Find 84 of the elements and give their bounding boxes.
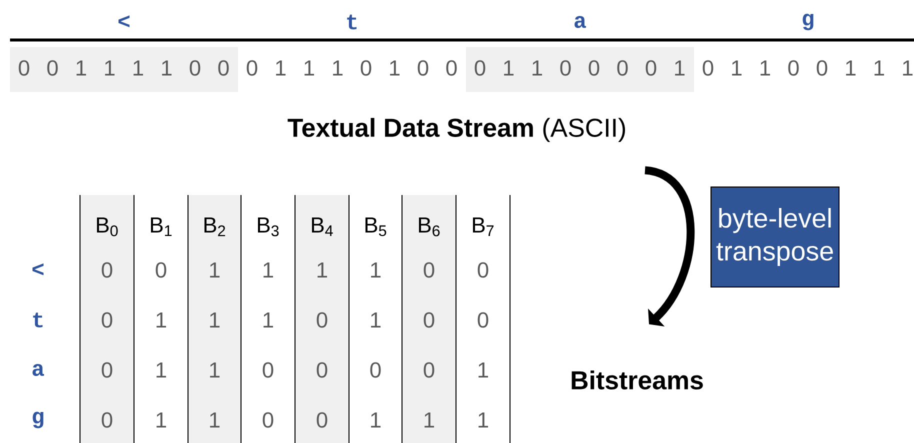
bit-digit: 0 — [474, 60, 486, 76]
bit-digit: 0 — [478, 262, 488, 278]
curved-arrow — [644, 166, 695, 327]
bit-digit: 0 — [102, 362, 112, 378]
bit-digit: 0 — [816, 60, 828, 76]
bit-digit: 1 — [276, 60, 286, 76]
bit-digit: 0 — [316, 412, 328, 428]
bit-digit: 1 — [846, 60, 856, 76]
bit-digit: 0 — [102, 262, 112, 278]
bit-digit: 1 — [105, 60, 115, 76]
bit-digit: 1 — [760, 60, 770, 76]
bit-digit: 1 — [76, 60, 86, 76]
bit-digit: 1 — [371, 412, 381, 428]
bit-digit: 1 — [675, 60, 685, 76]
bit-digit: 1 — [156, 412, 166, 428]
bit-digit: 0 — [478, 312, 488, 328]
bit-digit: 1 — [532, 60, 542, 76]
bit-digit: 1 — [903, 60, 913, 76]
bit-digit: 1 — [304, 60, 314, 76]
row-label: a — [32, 364, 44, 376]
bit-digit: 1 — [264, 312, 274, 328]
bit-digit: 0 — [560, 60, 571, 76]
bit-digit: 1 — [210, 312, 220, 328]
bit-digit: 0 — [102, 412, 112, 428]
bit-digit: 0 — [47, 60, 58, 76]
bit-digit: 0 — [156, 262, 166, 278]
bit-digit: 1 — [210, 362, 220, 378]
bit-digit: 1 — [371, 312, 381, 328]
bit-digit: 0 — [190, 60, 200, 76]
bit-digit: 0 — [418, 60, 428, 76]
row-label: < — [32, 263, 44, 276]
bit-digit: 1 — [504, 60, 514, 76]
bit-digit: 0 — [588, 60, 600, 76]
column-header: B$_{2}$ — [204, 217, 226, 236]
bit-digit: 1 — [156, 312, 166, 328]
bit-digit: 1 — [134, 60, 144, 76]
bit-digit: 1 — [210, 262, 220, 278]
bit-digit: 0 — [702, 60, 714, 76]
column-header: B$_{4}$ — [312, 217, 333, 236]
bit-digit: 0 — [18, 60, 30, 76]
bit-digit: 1 — [210, 412, 220, 428]
bit-digit: 0 — [424, 262, 434, 278]
bit-digit: 1 — [333, 60, 343, 76]
character-label: t — [347, 14, 356, 30]
bit-digit: 0 — [262, 362, 274, 378]
process-box: byte-level transpose — [710, 186, 840, 288]
bit-digit: 1 — [874, 60, 884, 76]
bit-digit: 0 — [617, 60, 628, 76]
bit-digit: 1 — [318, 262, 328, 278]
bit-digit: 0 — [360, 60, 372, 76]
column-header: B$_{5}$ — [365, 217, 386, 236]
column-header: B$_{6}$ — [418, 217, 440, 236]
character-label: a — [574, 16, 586, 28]
column-header: B$_{3}$ — [258, 217, 279, 236]
column-header: B$_{1}$ — [150, 217, 172, 236]
row-label: g — [32, 412, 44, 428]
bit-digit: 1 — [478, 362, 488, 378]
bit-digit: 1 — [478, 412, 488, 428]
bit-digit: 1 — [156, 362, 166, 378]
character-label: g — [802, 14, 814, 30]
bit-digit: 0 — [446, 60, 457, 76]
bit-digit: 0 — [370, 362, 381, 378]
bit-digit: 0 — [788, 60, 799, 76]
bit-digit: 1 — [424, 412, 434, 428]
bit-digit: 0 — [424, 312, 434, 328]
bit-digit: 1 — [732, 60, 742, 76]
stream-title: Textual Data Stream (ASCII) — [288, 118, 625, 142]
bit-digit: 0 — [102, 312, 112, 328]
bit-digit: 0 — [218, 60, 229, 76]
bit-digit: 1 — [390, 60, 400, 76]
column-header: B$_{0}$ — [96, 217, 118, 236]
bit-digit: 0 — [316, 362, 328, 378]
bit-digit: 0 — [424, 362, 434, 378]
row-label: t — [33, 312, 42, 328]
stream-title: Bitstreams — [572, 370, 703, 390]
bit-digit: 0 — [246, 60, 258, 76]
bit-digit: 1 — [162, 60, 172, 76]
column-header: B$_{7}$ — [472, 217, 494, 236]
bit-digit: 1 — [371, 262, 381, 278]
character-label: < — [118, 15, 130, 28]
bit-digit: 0 — [316, 312, 328, 328]
bit-digit: 0 — [646, 60, 656, 76]
bit-digit: 1 — [264, 262, 274, 278]
bit-digit: 0 — [262, 412, 274, 428]
